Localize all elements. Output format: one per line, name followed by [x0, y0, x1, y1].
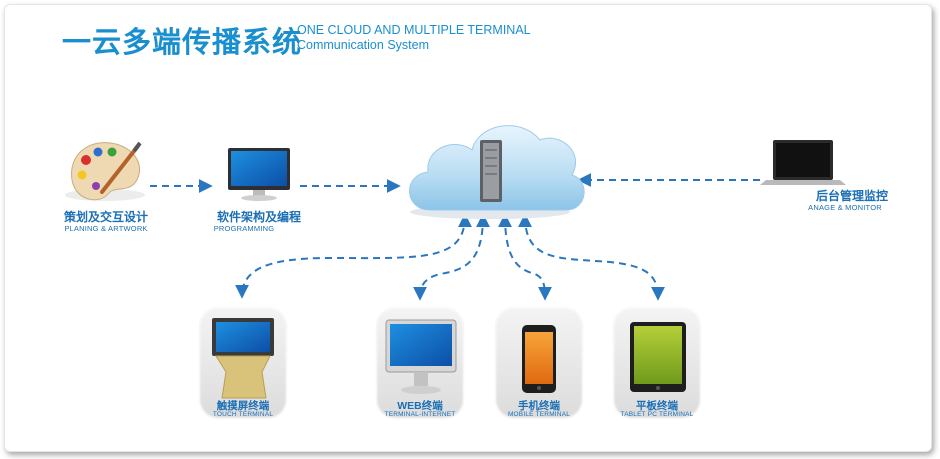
tablet-icon — [630, 322, 686, 392]
cloud-server-icon — [409, 125, 585, 219]
mobile-label: 手机终端 — [518, 400, 560, 412]
arrow-cloud-mobile — [498, 213, 552, 301]
arrow-cloud-touch — [235, 213, 472, 299]
tablet-sublabel: TABLET PC TERMINAL — [620, 411, 694, 418]
backend-sublabel: ANAGE & MONITOR — [808, 203, 882, 212]
programming-sublabel: PROGRAMMING — [213, 224, 275, 233]
programming-label: 软件架构及编程 — [216, 210, 302, 224]
web-sublabel: TERMINAL-INTERNET — [384, 411, 456, 418]
page-subtitle-line1: ONE CLOUD AND MULTIPLE TERMINAL — [297, 23, 531, 37]
backend-label: 后台管理监控 — [815, 189, 889, 203]
mobile-sublabel: MOBILE TERMINAL — [507, 411, 571, 418]
palette-icon — [65, 141, 145, 201]
desktop-monitor-icon — [385, 319, 457, 394]
touch-label: 触摸屏终端 — [216, 400, 270, 412]
planning-sublabel: PLANING & ARTWORK — [64, 224, 148, 233]
page-subtitle-line2: Communication System — [297, 38, 429, 52]
monitor-icon — [228, 148, 290, 201]
planning-label: 策划及交互设计 — [63, 210, 149, 224]
arrow-cloud-web — [413, 213, 490, 301]
web-label: WEB终端 — [397, 400, 443, 412]
tablet-label: 平板终端 — [636, 400, 678, 412]
touch-sublabel: TOUCH TERMINAL — [212, 411, 274, 418]
smartphone-icon — [522, 325, 556, 393]
page-title: 一云多端传播系统 — [62, 27, 303, 59]
arrow-cloud-tablet — [518, 213, 665, 301]
touch-kiosk-icon — [212, 318, 274, 399]
laptop-icon — [760, 140, 846, 185]
